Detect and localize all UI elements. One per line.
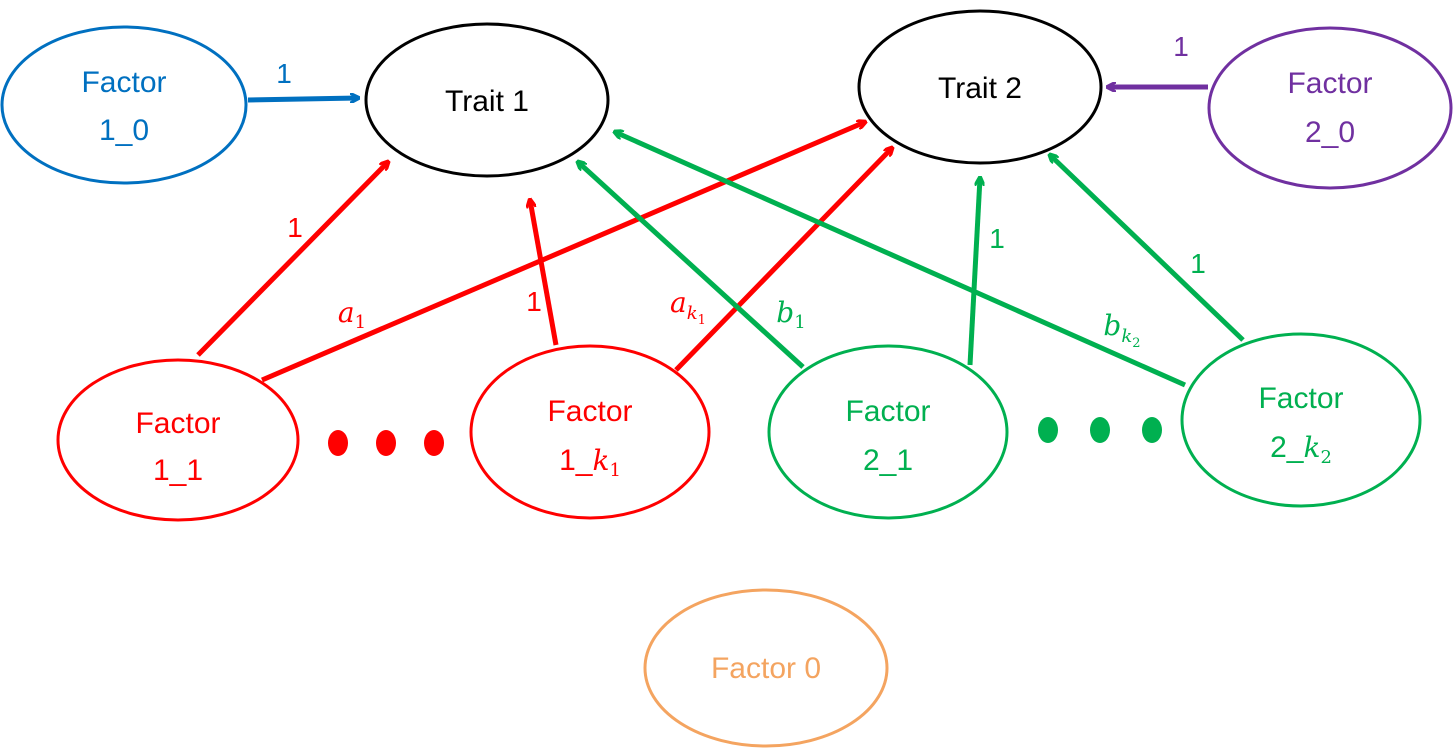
label-f2k2-t1: bk2 — [1103, 309, 1140, 351]
factor1-1-label-line1: Factor — [135, 407, 220, 440]
node-factor1-k1: Factor 1_k1 — [469, 344, 711, 520]
label-f2k2-t2: 1 — [1190, 248, 1206, 279]
node-factor1-0: Factor 1_0 — [0, 25, 248, 185]
trait2-label: Trait 2 — [938, 72, 1022, 105]
label-f20-t2: 1 — [1173, 31, 1189, 62]
label-f11-t1: 1 — [287, 212, 303, 243]
edge-factor1-1-to-trait2 — [261, 122, 865, 383]
edge-factor1-k1-to-trait2 — [674, 148, 892, 372]
label-f21-t1: b1 — [776, 296, 805, 333]
node-trait1: Trait 1 — [364, 22, 610, 178]
label-f21-t2: 1 — [989, 223, 1005, 254]
factor2-1-label-line1: Factor — [845, 395, 930, 428]
red-ellipsis-dot-1 — [328, 430, 348, 456]
node-factor0: Factor 0 — [643, 588, 889, 748]
factor1-1-label-line2: 1_1 — [153, 454, 203, 487]
node-factor1-1: Factor 1_1 — [56, 358, 300, 522]
factor2-0-label-line2: 2_0 — [1305, 116, 1355, 149]
node-factor2-k2: Factor 2_k2 — [1180, 332, 1422, 508]
label-f10-t1: 1 — [276, 58, 292, 89]
label-f1k1-t1: 1 — [526, 286, 542, 317]
factor1-k1-label-line1: Factor — [547, 395, 632, 428]
edge-factor1-0-to-trait1 — [247, 98, 358, 100]
factor2-0-label-line1: Factor — [1287, 67, 1372, 100]
green-ellipsis-dot-3 — [1142, 417, 1162, 443]
green-ellipsis-dot-1 — [1038, 417, 1058, 443]
red-ellipsis-dots — [328, 430, 444, 456]
node-factor2-1: Factor 2_1 — [767, 344, 1009, 520]
factor2-1-label-line2: 2_1 — [863, 444, 913, 477]
edge-factor2-1-to-trait1 — [578, 162, 805, 369]
edge-factor1-1-to-trait1 — [196, 162, 388, 357]
label-f1k1-t2: ak1 — [670, 286, 706, 328]
red-ellipsis-dot-2 — [376, 430, 396, 456]
edge-factor2-k2-to-trait2 — [1050, 155, 1245, 342]
edge-factor2-1-to-trait2 — [967, 178, 980, 366]
factor2-k2-label-line1: Factor — [1258, 382, 1343, 415]
red-ellipsis-dot-3 — [424, 430, 444, 456]
node-trait2: Trait 2 — [857, 9, 1103, 165]
green-ellipsis-dots — [1038, 417, 1162, 443]
factor1-0-label-line2: 1_0 — [99, 114, 149, 147]
edge-factor2-k2-to-trait1 — [615, 132, 1187, 388]
factor1-0-label-line1: Factor — [81, 66, 166, 99]
trait1-label: Trait 1 — [445, 85, 529, 118]
label-f11-t2: a1 — [338, 296, 366, 333]
node-factor2-0: Factor 2_0 — [1207, 26, 1453, 190]
factor1-k1-label-line2: 1_k1 — [559, 444, 621, 481]
edge-factor1-k1-to-trait1 — [530, 200, 559, 346]
factor0-label: Factor 0 — [711, 652, 821, 685]
factor2-k2-label-line2: 2_k2 — [1270, 431, 1332, 468]
green-ellipsis-dot-2 — [1090, 417, 1110, 443]
